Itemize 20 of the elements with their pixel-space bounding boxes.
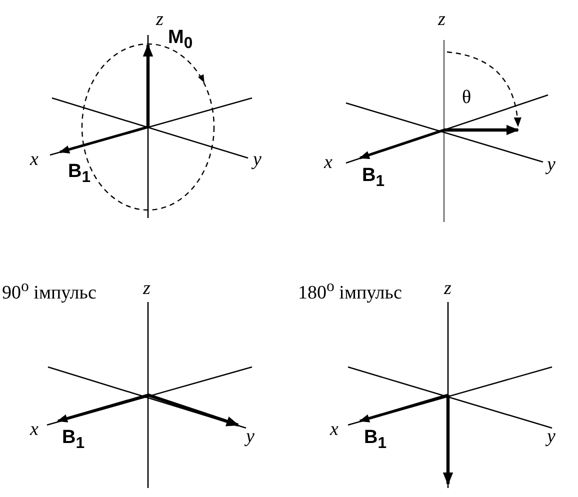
axis-label: z [143,279,150,298]
axis-label: x [324,153,332,172]
vector-label: B$_{1}$ [362,166,385,190]
axis-label: z [156,10,164,29]
vector-label: B$_{1}$ [364,428,387,452]
axis-label: y [547,427,556,446]
vector-label: B$_{1}$ [62,428,85,452]
pulse-label: 90$^{o}$ імпульс [2,279,96,302]
axis-label: y [253,150,262,169]
axis-label: x [30,150,38,169]
vector-label: B$_{1}$ [68,162,91,186]
vector-label: M$_{0}$ [168,28,193,52]
axis-label: z [438,10,446,29]
axis-label: z [444,279,452,298]
axis-label: x [330,420,338,439]
axis-label: y [246,427,254,446]
axis-label: y [547,155,556,174]
axis-label: x [30,420,38,439]
angle-label: θ [462,88,472,107]
pulse-label: 180$^{o}$ імпульс [298,279,402,302]
